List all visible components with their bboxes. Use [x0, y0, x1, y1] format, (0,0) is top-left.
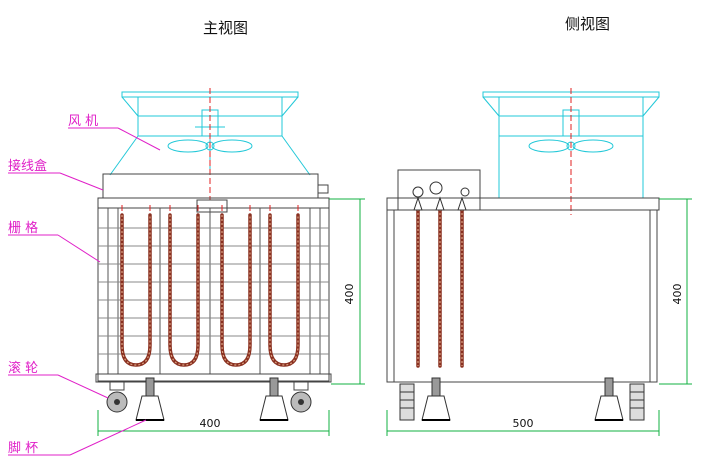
side-foot-cup-left	[421, 377, 451, 421]
side-caster-right	[629, 383, 645, 421]
side-fan	[482, 88, 660, 215]
side-caster-left	[399, 383, 415, 421]
front-view: 400 400	[95, 88, 365, 436]
callout-foot-cup: 脚 杯	[8, 440, 38, 456]
side-height-dimension: 400	[659, 198, 692, 385]
side-depth-dimension: 500	[386, 410, 660, 436]
front-foot-cup-left	[135, 377, 165, 421]
front-view-title: 主视图	[203, 19, 248, 37]
front-caster-left	[106, 381, 128, 413]
front-height-dimension: 400	[329, 198, 365, 385]
front-fan	[109, 88, 311, 200]
side-foot-cup-right	[594, 377, 624, 421]
svg-text:400: 400	[343, 284, 356, 305]
side-body	[386, 209, 658, 383]
front-heater-elements	[120, 213, 300, 367]
callout-junction-box: 接线盒	[8, 158, 47, 174]
callout-grille: 栅 格	[8, 220, 38, 236]
svg-text:400: 400	[671, 284, 684, 305]
callout-caster: 滚 轮	[8, 360, 38, 376]
svg-text:400: 400	[200, 417, 221, 430]
front-width-dimension: 400	[97, 410, 330, 436]
side-heater-elements	[413, 196, 467, 368]
svg-text:500: 500	[513, 417, 534, 430]
side-view-title: 侧视图	[565, 15, 610, 33]
callout-fan: 风 机	[68, 114, 98, 129]
front-foot-cup-right	[259, 377, 289, 421]
front-caster-right	[290, 381, 312, 413]
side-view: 400 500	[386, 88, 692, 436]
callouts: 风 机 接线盒 栅 格 滚 轮 脚 杯	[8, 114, 161, 456]
